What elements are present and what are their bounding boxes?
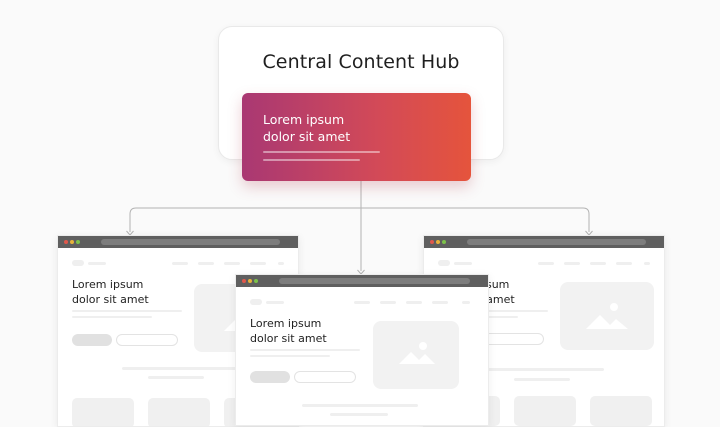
address-bar <box>467 239 646 245</box>
image-placeholder <box>373 321 459 389</box>
card-placeholder <box>514 396 576 426</box>
window-dots-icon <box>436 240 440 244</box>
connector-left <box>129 207 361 232</box>
text-line-placeholder <box>438 310 548 312</box>
window-dots-icon <box>76 240 80 244</box>
window-heading: Lorem ipsum dolor sit amet <box>72 278 149 306</box>
content-card-line <box>263 159 360 161</box>
nav-link-placeholder <box>432 301 448 304</box>
window-dots-icon <box>442 240 446 244</box>
primary-button-placeholder <box>250 371 290 383</box>
content-card-line <box>263 151 380 153</box>
nav-logo-placeholder <box>72 260 84 266</box>
browser-bar <box>424 236 664 248</box>
connector-right <box>361 207 590 232</box>
section-line-placeholder <box>330 413 388 416</box>
secondary-button-placeholder <box>294 371 356 383</box>
nav-link-placeholder <box>380 301 396 304</box>
nav-link-placeholder <box>462 301 470 304</box>
section-line-placeholder <box>488 368 604 371</box>
window-dots-icon <box>254 279 258 283</box>
nav-link-placeholder <box>538 262 554 265</box>
image-placeholder-icon <box>399 342 435 364</box>
nav-link-placeholder <box>198 262 214 265</box>
nav-link-placeholder <box>616 262 632 265</box>
window-dots-icon <box>248 279 252 283</box>
browser-bar <box>58 236 298 248</box>
primary-button-placeholder <box>72 334 112 346</box>
hub-title: Central Content Hub <box>262 51 460 73</box>
card-placeholder <box>590 396 652 426</box>
nav-link-placeholder <box>278 262 284 265</box>
image-placeholder <box>560 282 654 350</box>
browser-bar <box>236 275 488 287</box>
nav-link-placeholder <box>644 262 650 265</box>
section-line-placeholder <box>514 378 570 381</box>
nav-link-placeholder <box>172 262 188 265</box>
address-bar <box>101 239 280 245</box>
content-card-text: Lorem ipsum dolor sit amet <box>263 112 351 144</box>
nav-link-placeholder <box>406 301 422 304</box>
nav-link-placeholder <box>250 262 266 265</box>
nav-link-placeholder <box>564 262 580 265</box>
text-line-placeholder <box>72 310 182 312</box>
nav-logo-placeholder <box>250 299 262 305</box>
window-dots-icon <box>430 240 434 244</box>
secondary-button-placeholder <box>482 333 544 345</box>
nav-logo-placeholder <box>266 301 284 304</box>
window-dots-icon <box>70 240 74 244</box>
section-line-placeholder <box>122 367 238 370</box>
secondary-button-placeholder <box>116 334 178 346</box>
image-placeholder-icon <box>586 303 628 329</box>
nav-logo-placeholder <box>88 262 106 265</box>
section-line-placeholder <box>302 404 418 407</box>
window-heading: Lorem ipsum dolor sit amet <box>250 317 327 345</box>
text-line-placeholder <box>250 349 360 351</box>
text-line-placeholder <box>250 355 330 357</box>
address-bar <box>279 278 470 284</box>
content-card: Lorem ipsum dolor sit amet <box>242 93 471 181</box>
nav-link-placeholder <box>590 262 606 265</box>
window-dots-icon <box>242 279 246 283</box>
browser-window-center: Lorem ipsum dolor sit amet <box>235 274 489 426</box>
nav-link-placeholder <box>224 262 240 265</box>
window-dots-icon <box>64 240 68 244</box>
nav-logo-placeholder <box>438 260 450 266</box>
nav-link-placeholder <box>354 301 370 304</box>
section-line-placeholder <box>148 376 204 379</box>
nav-logo-placeholder <box>454 262 472 265</box>
text-line-placeholder <box>72 316 152 318</box>
